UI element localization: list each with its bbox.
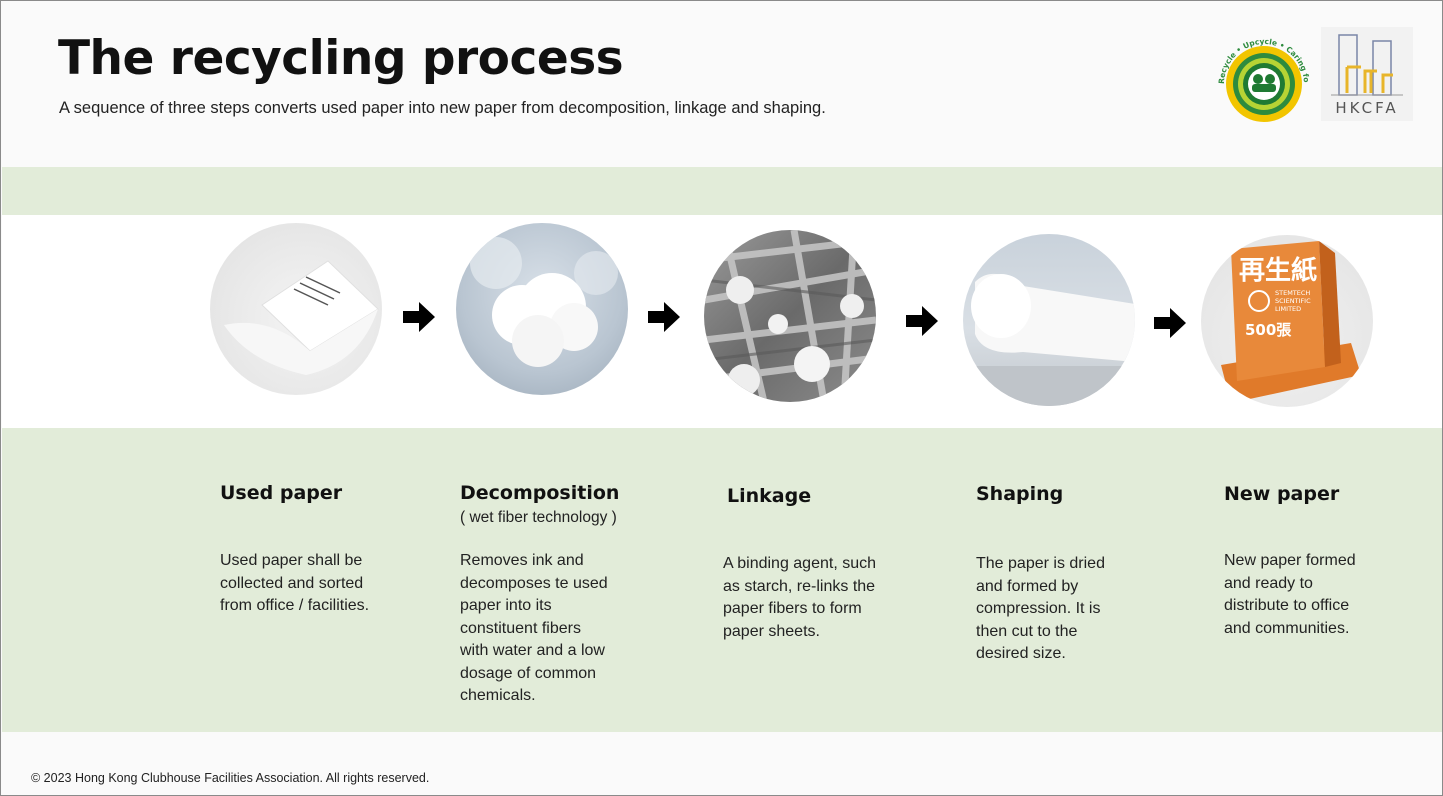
page-subtitle: A sequence of three steps converts used … xyxy=(59,99,826,117)
step-desc-linkage: A binding agent, such as starch, re-link… xyxy=(723,553,876,643)
step-title-linkage: Linkage xyxy=(727,485,812,507)
desc-line: compression. It is xyxy=(976,600,1101,617)
step-title-new-paper: New paper xyxy=(1224,483,1340,505)
desc-line: as starch, re-links the xyxy=(723,577,876,595)
desc-line: and formed by xyxy=(976,577,1079,595)
box-brand-line3: LIMITED xyxy=(1275,305,1301,313)
step-title-shaping: Shaping xyxy=(976,483,1064,505)
desc-line: paper into its xyxy=(460,597,552,614)
desc-line: constituent fibers xyxy=(460,619,581,637)
desc-line: dosage of common xyxy=(460,664,597,682)
arrow-right-icon xyxy=(904,303,940,339)
desc-line: The paper is dried xyxy=(976,555,1105,572)
step-title-used-paper: Used paper xyxy=(220,482,343,504)
copyright-footer: © 2023 Hong Kong Clubhouse Facilities As… xyxy=(31,771,430,785)
steps-band xyxy=(2,428,1442,732)
desc-line: collected and sorted xyxy=(220,574,364,592)
decomposition-image xyxy=(456,223,628,395)
used-paper-image xyxy=(210,223,382,395)
recycle-logo: Recycle • Upcycle • Caring for our commu… xyxy=(1202,21,1322,124)
step-subtitle-decomposition: ( wet fiber technology ) xyxy=(460,509,617,526)
desc-line: and communities. xyxy=(1224,619,1350,637)
desc-line: paper sheets. xyxy=(723,622,820,640)
top-band xyxy=(2,167,1442,215)
desc-line: decomposes te used xyxy=(460,574,608,592)
desc-line: desired size. xyxy=(976,645,1066,662)
desc-line: then cut to the xyxy=(976,622,1078,640)
box-brand-line1: STEMTECH xyxy=(1275,289,1310,297)
desc-line: chemicals. xyxy=(460,687,536,704)
step-desc-used-paper: Used paper shall be collected and sorted… xyxy=(220,550,369,618)
new-paper-image: 再生紙 STEMTECH SCIENTIFIC LIMITED 500張 xyxy=(1201,235,1373,407)
step-desc-decomposition: Removes ink and decomposes te used paper… xyxy=(460,550,608,708)
arrow-right-icon xyxy=(401,299,437,335)
arrow-right-icon xyxy=(646,299,682,335)
desc-line: with water and a low xyxy=(460,642,605,659)
desc-line: from office / facilities. xyxy=(220,597,370,614)
box-count: 500張 xyxy=(1245,321,1292,339)
desc-line: and ready to xyxy=(1224,574,1313,592)
step-desc-new-paper: New paper formed and ready to distribute… xyxy=(1224,550,1356,640)
desc-line: New paper formed xyxy=(1224,552,1356,569)
linkage-image xyxy=(704,230,876,402)
hkcfa-logo: HKCFA xyxy=(1321,27,1413,121)
desc-line: Used paper shall be xyxy=(220,552,363,569)
desc-line: A binding agent, such xyxy=(723,555,877,572)
step-desc-shaping: The paper is dried and formed by compres… xyxy=(976,553,1105,666)
step-title-decomposition: Decomposition xyxy=(460,482,620,504)
arrow-right-icon xyxy=(1152,305,1188,341)
box-chinese-title: 再生紙 xyxy=(1239,255,1317,286)
desc-line: paper fibers to form xyxy=(723,600,862,617)
box-brand-line2: SCIENTIFIC xyxy=(1275,297,1311,305)
desc-line: distribute to office xyxy=(1224,597,1350,614)
page-title: The recycling process xyxy=(58,31,624,86)
shaping-image xyxy=(963,234,1135,406)
hkcfa-logo-text: HKCFA xyxy=(1335,99,1399,117)
desc-line: Removes ink and xyxy=(460,552,584,569)
